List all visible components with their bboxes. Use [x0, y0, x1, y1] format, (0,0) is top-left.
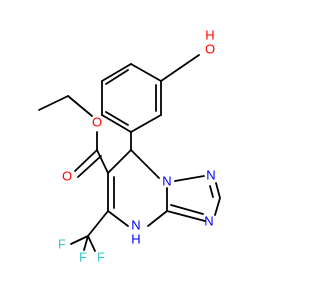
ester-group: [38, 95, 109, 178]
bond: [107, 149, 132, 174]
bond: [130, 63, 162, 82]
bond: [214, 197, 221, 216]
bond: [166, 210, 206, 222]
triazole-ring: [166, 175, 221, 222]
nitrogen-label: N: [131, 217, 140, 232]
hydrogen-label: H: [205, 27, 214, 42]
bond: [130, 114, 162, 133]
phenol-ring: [101, 63, 162, 133]
bond-o-ch2: [67, 95, 93, 117]
aromatic-bond: [105, 111, 129, 126]
bond-c-f: [87, 235, 96, 252]
bond: [130, 149, 160, 179]
nitrogen-label: N: [162, 173, 171, 188]
fluorine-label: F: [58, 236, 66, 251]
bond-c-o-double: [74, 149, 98, 172]
bond-c-oh: [160, 54, 200, 82]
bond: [96, 149, 109, 174]
double-bond: [209, 185, 214, 198]
bond: [174, 175, 205, 182]
double-bond: [170, 204, 204, 215]
bond: [101, 114, 132, 133]
oxygen-label: O: [205, 41, 215, 56]
bond: [87, 210, 109, 237]
bond: [147, 210, 168, 227]
fluorine-label: F: [97, 249, 105, 264]
bond-c-f: [70, 235, 89, 245]
bond: [107, 210, 129, 227]
oxygen-label: O: [62, 168, 72, 183]
nitrogen-label: N: [204, 213, 213, 228]
trifluoromethyl-group: [70, 210, 109, 252]
molecule-structure: O H O O N N N N: [38, 27, 221, 264]
double-bond: [77, 155, 102, 178]
dihydropyrimidine-ring: [107, 149, 168, 227]
oxygen-label: O: [92, 114, 102, 129]
hydrogen-label: H: [131, 231, 140, 246]
bond: [215, 182, 221, 199]
bond-c-f: [83, 235, 89, 251]
structure-canvas: O H O O N N N N: [38, 27, 221, 265]
fluorine-label: F: [79, 249, 87, 264]
aromatic-bond: [105, 69, 129, 85]
bond: [101, 63, 132, 82]
nitrogen-label: N: [206, 167, 215, 182]
bond-ch2-ch3: [38, 95, 69, 111]
